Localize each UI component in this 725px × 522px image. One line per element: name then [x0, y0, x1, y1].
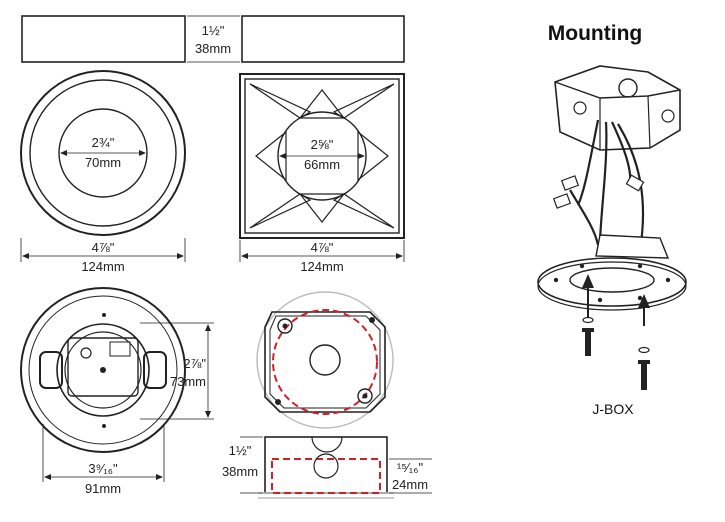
- jbox-depth-mm-label: 24mm: [392, 477, 428, 492]
- jbox-height-frac-label: 1½": [229, 443, 252, 458]
- round-width-frac-label: 4⅞": [92, 240, 115, 255]
- back-width-dimension: 3⁹⁄₁₆" 91mm: [42, 424, 165, 496]
- mounting-illustration: [537, 65, 687, 390]
- back-height-mm-label: 73mm: [170, 374, 206, 389]
- height-frac-label: 1½": [202, 23, 225, 38]
- square-aperture-mm-label: 66mm: [304, 157, 340, 172]
- square-fixture-side-profile: [241, 15, 405, 63]
- back-width-frac-label: 3⁹⁄₁₆": [88, 461, 118, 476]
- height-mm-label: 38mm: [195, 41, 231, 56]
- round-aperture-frac-label: 2¾": [92, 135, 115, 150]
- mounting-title: Mounting: [548, 22, 642, 45]
- square-aperture-frac-label: 2⅝": [311, 137, 334, 152]
- height-dimension: 1½" 38mm: [187, 15, 240, 63]
- round-width-mm-label: 124mm: [81, 259, 124, 274]
- back-width-mm-label: 91mm: [85, 481, 121, 496]
- square-fixture-front-view: [239, 73, 405, 239]
- square-width-frac-label: 4⅞": [311, 240, 334, 255]
- jbox-depth-dimension: ¹⁵⁄₁₆" 24mm: [389, 458, 432, 494]
- round-fixture-front-view: [20, 70, 186, 236]
- jbox-height-mm-label: 38mm: [222, 464, 258, 479]
- round-aperture-mm-label: 70mm: [85, 155, 121, 170]
- round-fixture-side-profile: [21, 15, 186, 63]
- jbox-top-view: [256, 291, 394, 429]
- fixture-back-view: [20, 287, 186, 453]
- back-height-dimension: 2⅞" 73mm: [140, 322, 214, 420]
- jbox-height-dimension: 1½" 38mm: [222, 436, 263, 494]
- jbox-side-view: [258, 436, 394, 499]
- square-width-dimension: 4⅞" 124mm: [239, 240, 405, 274]
- round-width-dimension: 4⅞" 124mm: [20, 238, 186, 274]
- jbox-depth-frac-label: ¹⁵⁄₁₆": [397, 460, 424, 475]
- back-height-frac-label: 2⅞": [183, 356, 206, 371]
- square-width-mm-label: 124mm: [300, 259, 343, 274]
- jbox-label: J-BOX: [592, 401, 634, 417]
